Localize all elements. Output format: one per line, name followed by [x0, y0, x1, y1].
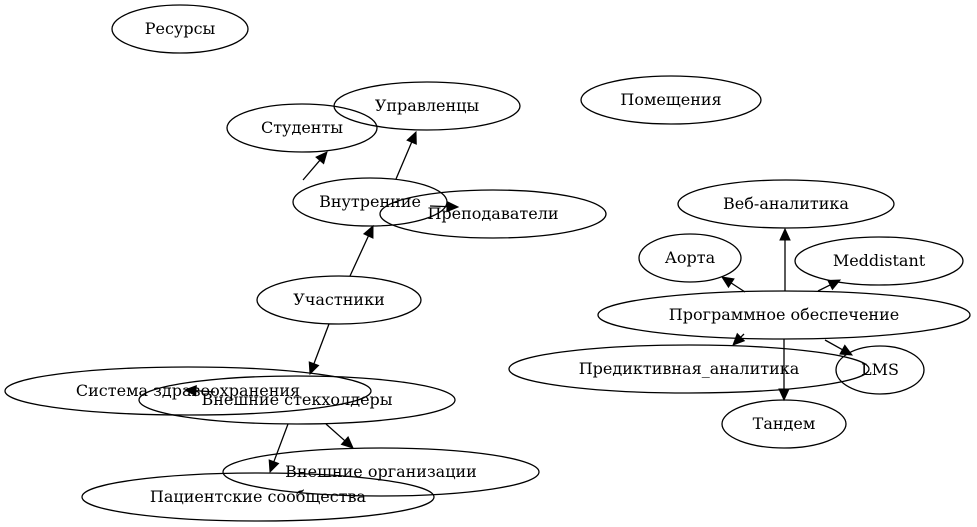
node-software: Программное обеспечение — [597, 290, 971, 340]
edge-line — [273, 423, 289, 462]
node-ellipse — [508, 344, 870, 394]
node-predictive: Предиктивная_аналитика — [508, 344, 870, 394]
node-ellipse — [333, 81, 521, 131]
node-label: Ресурсы — [145, 19, 216, 38]
arrowhead-icon — [779, 227, 791, 241]
node-premises: Помещения — [580, 75, 762, 125]
node-ellipse — [4, 366, 372, 416]
edge-line — [302, 159, 321, 181]
edge-participants-to-external-stakeholders — [308, 323, 330, 376]
edge-line — [740, 333, 745, 338]
edge-external-stakeholders-to-patient-communities — [268, 423, 289, 474]
node-label: Веб-аналитика — [723, 194, 849, 213]
node-label: Управленцы — [375, 96, 480, 115]
node-managers: Управленцы — [333, 81, 521, 131]
node-ellipse — [256, 275, 422, 325]
node-ellipse — [111, 4, 249, 54]
node-web-analytics: Веб-аналитика — [677, 179, 895, 229]
arrowhead-icon — [268, 459, 280, 474]
node-ellipse — [580, 75, 762, 125]
edge-external-stakeholders-to-healthcare — [183, 385, 216, 397]
node-label: Преподаватели — [427, 204, 558, 223]
arrowhead-icon — [315, 151, 328, 165]
edge-line — [429, 205, 448, 208]
arrowhead-icon — [446, 200, 460, 213]
edge-software-to-predictive — [732, 332, 746, 346]
arrowhead-icon — [340, 436, 354, 449]
node-lms: LMS — [835, 345, 925, 395]
edge-software-to-web-analytics — [779, 227, 791, 291]
edge-line — [325, 423, 346, 442]
arrowhead-icon — [720, 276, 735, 289]
arrowhead-icon — [778, 388, 790, 402]
edge-line — [395, 141, 413, 180]
arrowhead-icon — [732, 332, 746, 346]
edge-software-to-lms — [824, 339, 854, 356]
edge-line — [313, 323, 330, 364]
node-tandem: Тандем — [721, 399, 847, 449]
node-external-stakeholders: Внешние стекхолдеры — [138, 375, 456, 425]
edge-participants-to-internal — [349, 224, 374, 277]
node-ellipse — [226, 103, 378, 153]
arrowhead-icon — [362, 224, 374, 239]
node-label: Предиктивная_аналитика — [579, 359, 800, 378]
node-label: Участники — [293, 290, 384, 309]
node-ellipse — [721, 399, 847, 449]
node-ellipse — [597, 290, 971, 340]
node-label: Пациентские сообщества — [150, 487, 367, 506]
node-internal: Внутренние — [292, 177, 448, 227]
node-label: Помещения — [620, 90, 721, 109]
arrowhead-icon — [839, 344, 854, 356]
node-students: Студенты — [226, 103, 378, 153]
edge-internal-to-students — [302, 151, 328, 181]
node-ellipse — [677, 179, 895, 229]
edge-internal-to-teachers — [429, 200, 460, 213]
edge-internal-to-managers — [395, 130, 417, 180]
edge-line — [349, 235, 369, 277]
node-label: Программное обеспечение — [669, 305, 899, 324]
node-ellipse — [835, 345, 925, 395]
node-ellipse — [794, 236, 964, 286]
node-ellipse — [81, 472, 435, 522]
edge-software-to-aorta — [720, 276, 746, 293]
edge-line — [730, 282, 746, 293]
node-label: Система здравоохранения — [76, 381, 300, 400]
node-teachers: Преподаватели — [379, 189, 607, 239]
node-resources: Ресурсы — [111, 4, 249, 54]
node-label: Внутренние — [319, 192, 421, 211]
edge-line — [195, 390, 216, 393]
node-label: LMS — [861, 360, 899, 379]
node-ellipse — [138, 375, 456, 425]
node-ellipse — [222, 447, 540, 497]
node-label: Тандем — [753, 414, 816, 433]
node-label: Meddistant — [833, 251, 926, 270]
node-ellipse — [292, 177, 448, 227]
edge-external-stakeholders-to-external-orgs — [325, 423, 354, 449]
node-label: Внешние стекхолдеры — [201, 390, 392, 409]
node-external-orgs: Внешние организации — [222, 447, 540, 497]
node-label: Внешние организации — [285, 462, 477, 481]
node-participants: Участники — [256, 275, 422, 325]
node-healthcare: Система здравоохранения — [4, 366, 372, 416]
node-label: Аорта — [665, 248, 716, 267]
node-ellipse — [638, 233, 742, 283]
node-meddistant: Meddistant — [794, 236, 964, 286]
node-label: Студенты — [261, 118, 343, 137]
arrowhead-icon — [183, 385, 197, 397]
edge-line — [824, 339, 843, 351]
edge-line — [817, 284, 831, 292]
arrowhead-icon — [308, 361, 320, 376]
node-aorta: Аорта — [638, 233, 742, 283]
arrowhead-icon — [406, 130, 417, 145]
node-ellipse — [379, 189, 607, 239]
node-patient-communities: Пациентские сообщества — [81, 472, 435, 522]
